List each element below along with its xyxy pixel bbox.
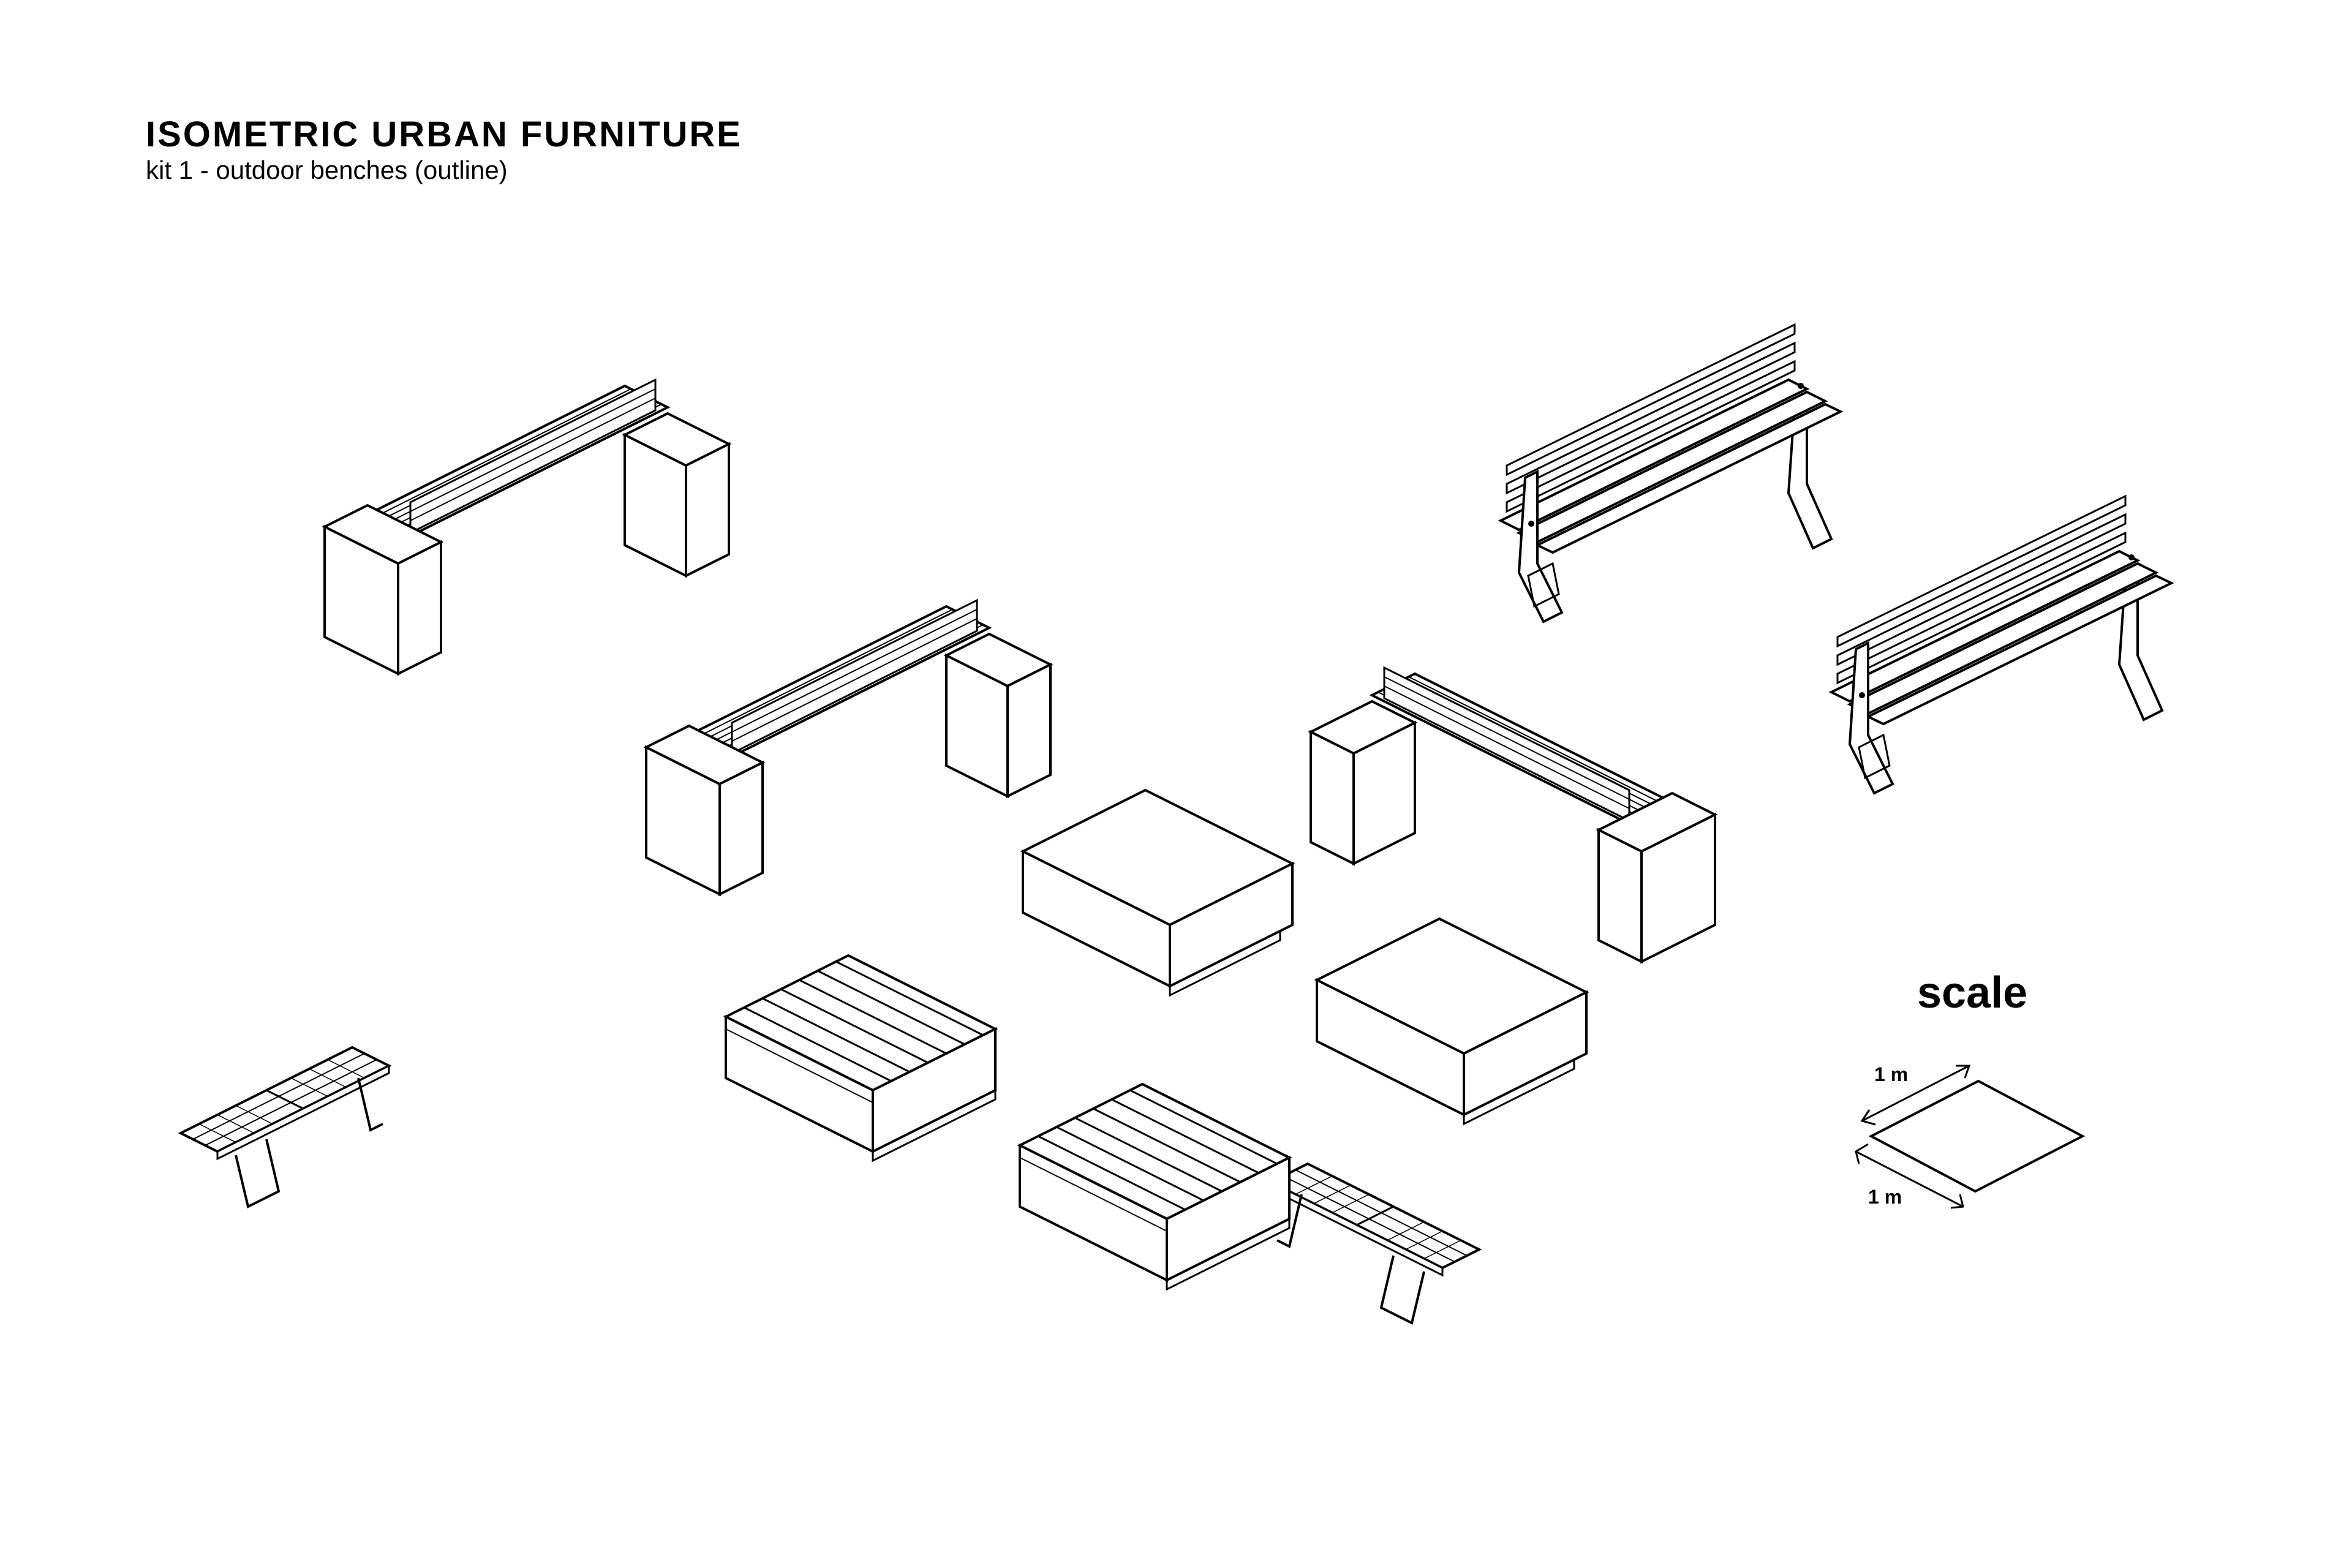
- scale-title: scale: [1917, 968, 2027, 1017]
- slatted-block-seat-2: [1019, 1083, 1291, 1291]
- page-subtitle: kit 1 - outdoor benches (outline): [146, 156, 508, 184]
- scale-dim-top: 1 m: [1874, 1063, 1908, 1085]
- concrete-block-bench-4: [645, 599, 1052, 895]
- scale-square: [1868, 1079, 2086, 1193]
- scale-legend: scale 1 m 1 m: [1855, 968, 2086, 1209]
- page-title: ISOMETRIC URBAN FURNITURE: [146, 115, 742, 154]
- park-bench-4: [1830, 495, 2173, 794]
- metal-grid-bench-1: [179, 1046, 390, 1208]
- concrete-block-bench-3: [1310, 666, 1716, 963]
- metal-grid-bench-2: [1270, 1163, 1480, 1324]
- plain-block-seat-1: [1022, 789, 1294, 997]
- scale-dim-bottom: 1 m: [1868, 1186, 1902, 1208]
- concrete-block-bench-1: [323, 379, 730, 675]
- plain-block-seat-2: [1316, 918, 1588, 1125]
- park-bench-1: [1499, 323, 1842, 623]
- slatted-block-seat-1: [725, 954, 997, 1162]
